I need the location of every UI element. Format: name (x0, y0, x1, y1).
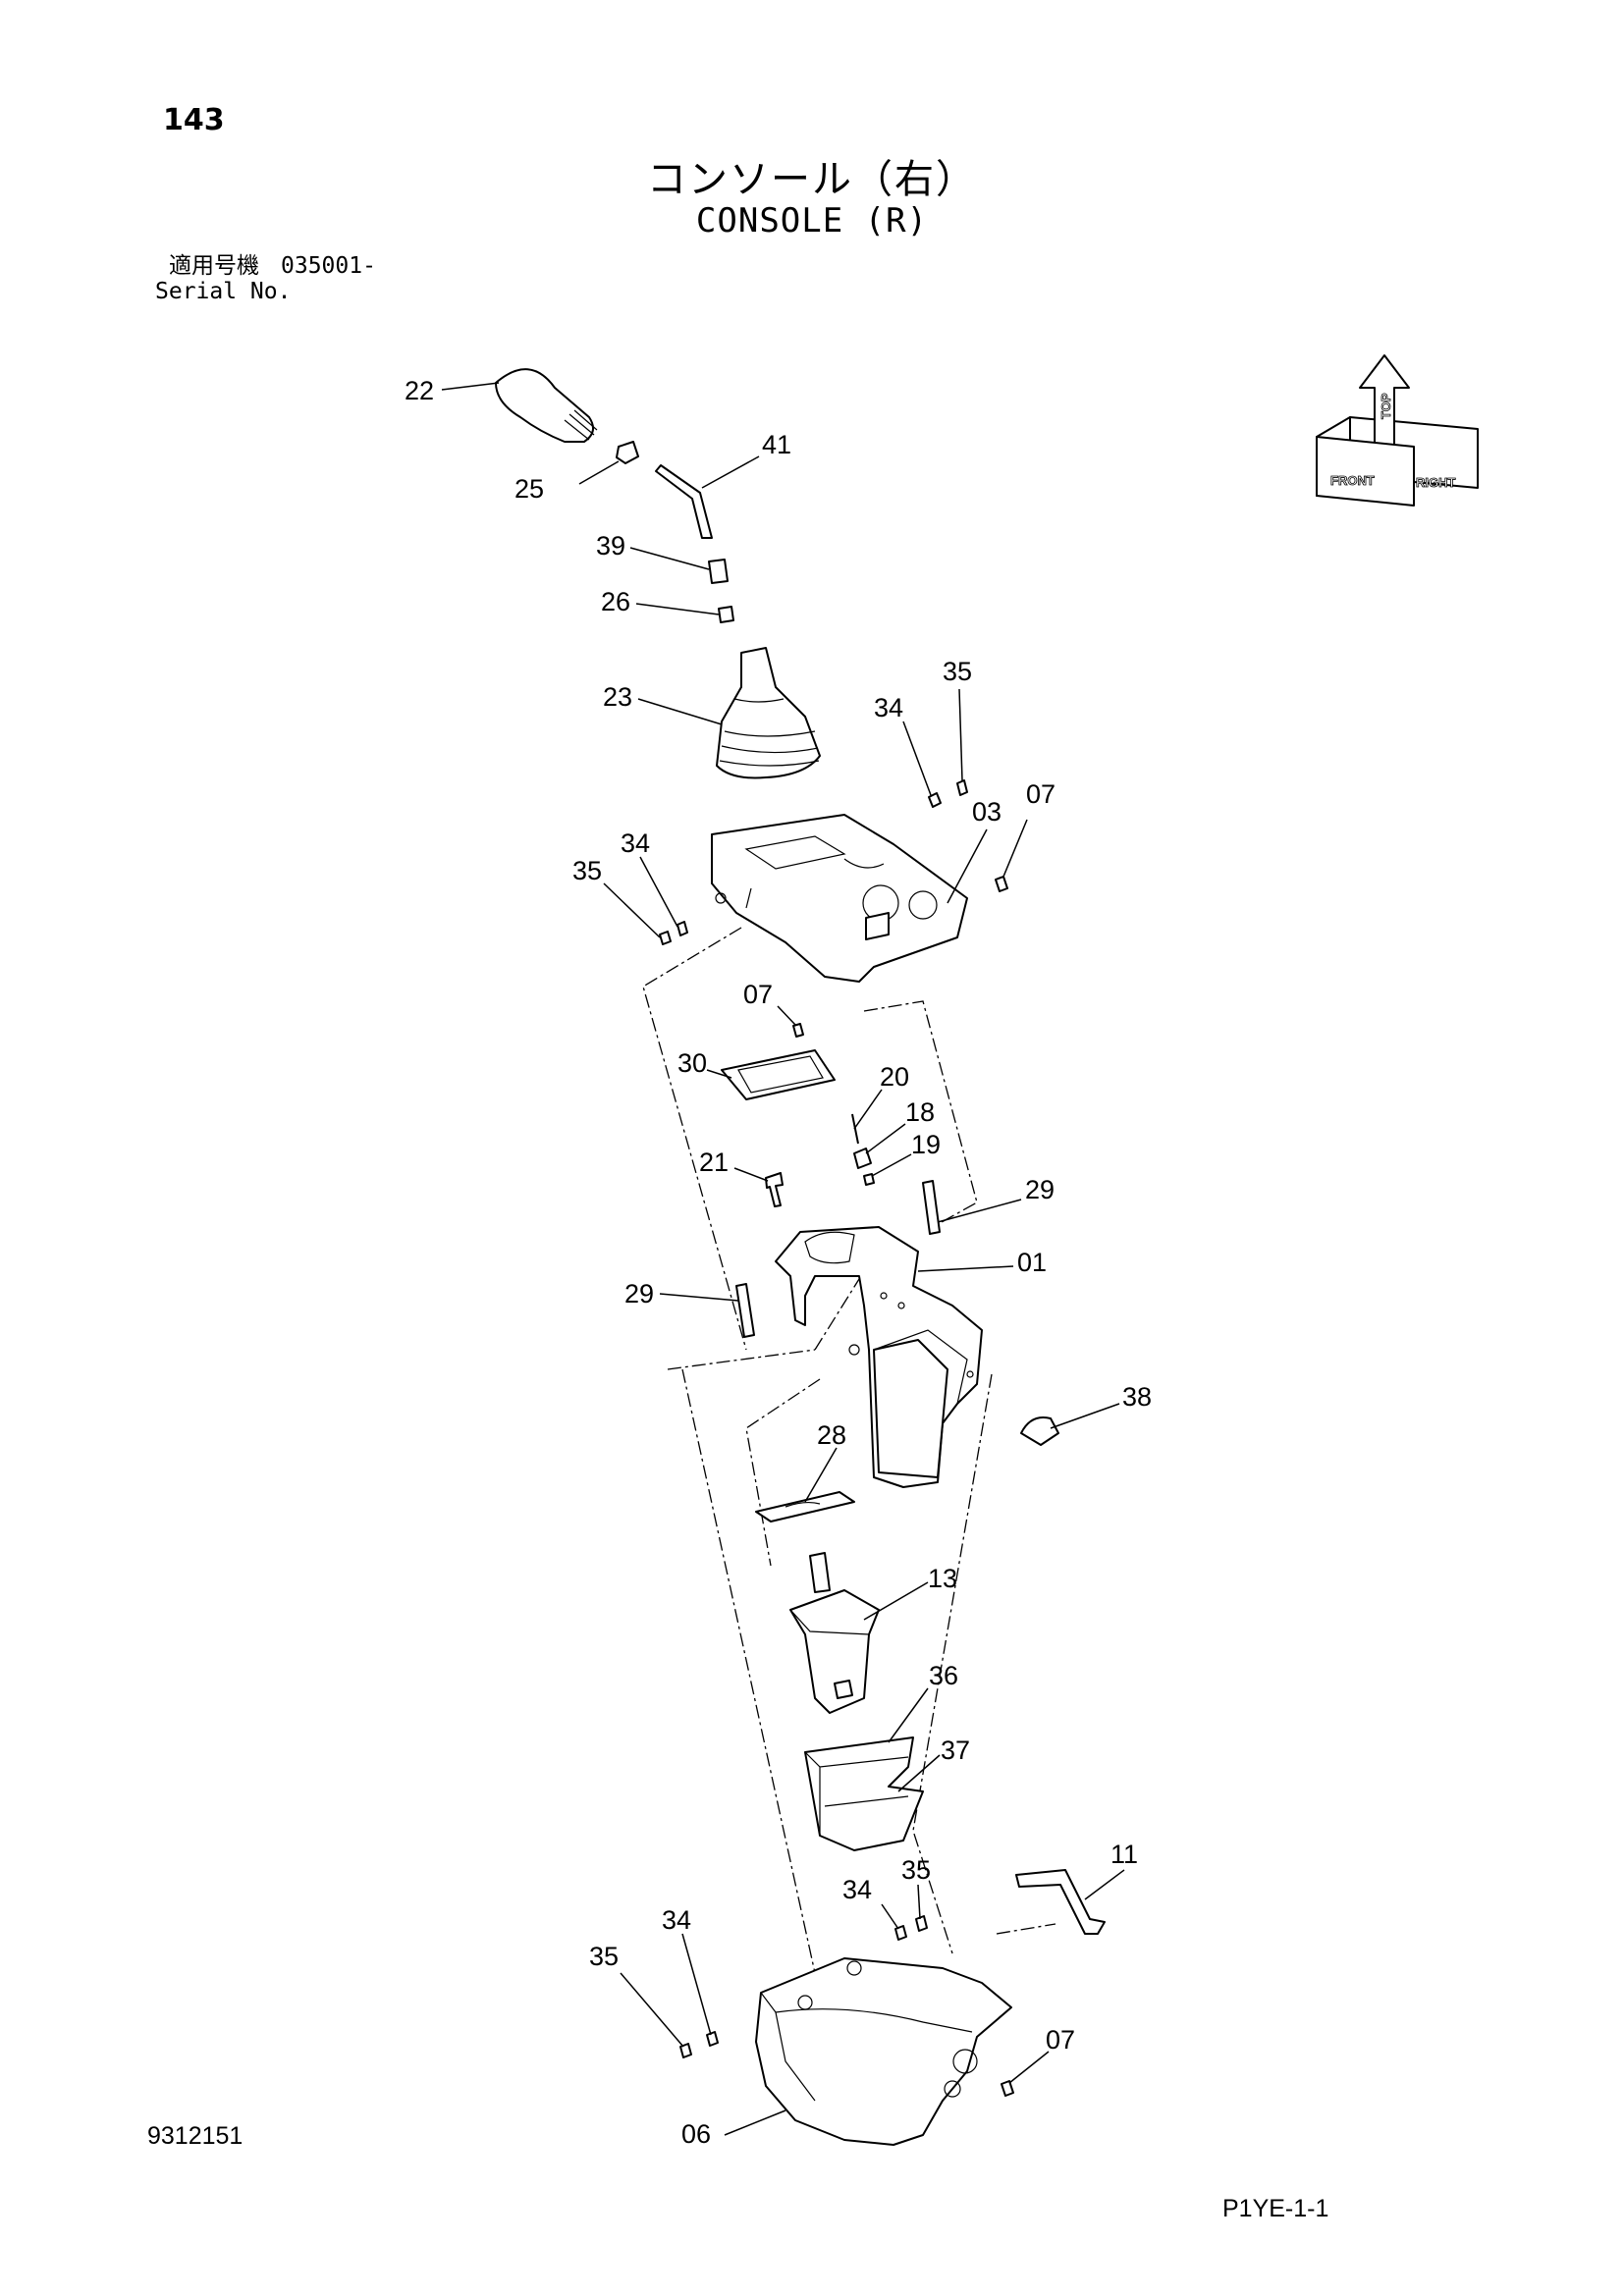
orientation-right-label: RIGHT (1416, 475, 1456, 490)
callout-35-lower-right: 35 (901, 1855, 931, 1885)
callout-30: 30 (677, 1048, 707, 1078)
callout-23: 23 (603, 682, 632, 712)
callout-01: 01 (1017, 1248, 1047, 1277)
part-20-pin (851, 1089, 883, 1145)
serial-block: 適用号機 035001- Serial No. (155, 253, 376, 304)
callout-07-middle: 07 (743, 980, 773, 1009)
callout-41: 41 (762, 430, 791, 459)
callout-35-upper-left: 35 (572, 856, 602, 885)
hardware-34-35-upper-left (603, 856, 688, 945)
callout-28: 28 (817, 1420, 846, 1450)
part-07-screw-lower (1001, 2051, 1050, 2097)
callout-06: 06 (681, 2119, 711, 2149)
callout-34-lower-right: 34 (842, 1875, 872, 1904)
callout-11: 11 (1110, 1840, 1138, 1869)
serial-label-en: Serial No. (155, 279, 292, 304)
callout-25: 25 (514, 474, 544, 504)
serial-label-jp: 適用号機 (169, 253, 259, 279)
page-number: 143 (163, 103, 225, 137)
part-06-lower-cover (724, 1957, 1012, 2146)
part-23-boot (637, 647, 821, 779)
callout-22: 22 (405, 376, 434, 405)
part-07-screw-middle (777, 1005, 804, 1038)
part-01-main-bracket (775, 1226, 1014, 1488)
part-07-screw-upper (947, 819, 1028, 904)
part-25-nut (578, 441, 639, 485)
callout-35-upper-right: 35 (943, 657, 972, 686)
callout-21: 21 (699, 1148, 729, 1177)
callout-29-right: 29 (1025, 1175, 1055, 1204)
part-30-gasket (706, 1049, 836, 1100)
part-29-bracket-left (659, 1283, 755, 1338)
part-11-rod (1015, 1869, 1125, 1935)
assembly-chain-lines (642, 927, 1056, 1974)
part-22-grip (441, 368, 598, 443)
hardware-34-35-upper-right (902, 688, 968, 808)
hardware-34-35-lower-left (620, 1933, 719, 2058)
callout-29-left: 29 (624, 1279, 654, 1308)
callout-36: 36 (929, 1661, 958, 1690)
part-28-gasket (755, 1447, 855, 1522)
callout-13: 13 (928, 1564, 957, 1593)
part-39-sleeve (629, 547, 729, 584)
part-26-bushing (635, 603, 734, 623)
part-36-37-duct (804, 1687, 941, 1851)
part-18-clip (853, 1123, 906, 1169)
callout-07-lower: 07 (1046, 2025, 1075, 2055)
part-03-upper-console (711, 814, 968, 983)
orientation-front-label: FRONT (1330, 473, 1375, 488)
orientation-top-label: TOP (1379, 393, 1393, 419)
orientation-symbol: FRONT RIGHT TOP (1316, 354, 1479, 507)
callout-20: 20 (880, 1062, 909, 1092)
callout-34-lower-left: 34 (662, 1905, 691, 1935)
part-19-washer (863, 1153, 912, 1186)
callout-37: 37 (941, 1735, 970, 1765)
serial-row: 適用号機 035001- (155, 253, 376, 279)
page-code: P1YE-1-1 (1222, 2195, 1329, 2222)
part-29-bracket-right (922, 1180, 1022, 1235)
callout-07-upper: 07 (1026, 779, 1056, 809)
title-japanese: コンソール（右） (647, 157, 977, 202)
part-38-cap (1020, 1403, 1120, 1446)
part-13-switch (789, 1552, 929, 1714)
callout-39: 39 (596, 531, 625, 561)
callout-35-lower-left: 35 (589, 1942, 619, 1971)
serial-value: 035001- (281, 253, 376, 279)
part-21-bolt (733, 1167, 784, 1207)
callout-labels: 22 41 25 39 26 23 35 34 03 07 35 34 07 3… (405, 376, 1152, 2149)
hardware-34-35-lower-right (881, 1884, 928, 1941)
part-41-rod (655, 455, 760, 539)
drawing-number: 9312151 (147, 2122, 244, 2150)
callout-18: 18 (905, 1097, 935, 1127)
callout-26: 26 (601, 587, 630, 616)
callout-34-upper-left: 34 (621, 828, 650, 858)
callout-03: 03 (972, 797, 1001, 827)
callout-34-upper-right: 34 (874, 693, 903, 722)
callout-19: 19 (911, 1130, 941, 1159)
title-english: CONSOLE (R) (695, 201, 929, 240)
callout-38: 38 (1122, 1382, 1152, 1412)
